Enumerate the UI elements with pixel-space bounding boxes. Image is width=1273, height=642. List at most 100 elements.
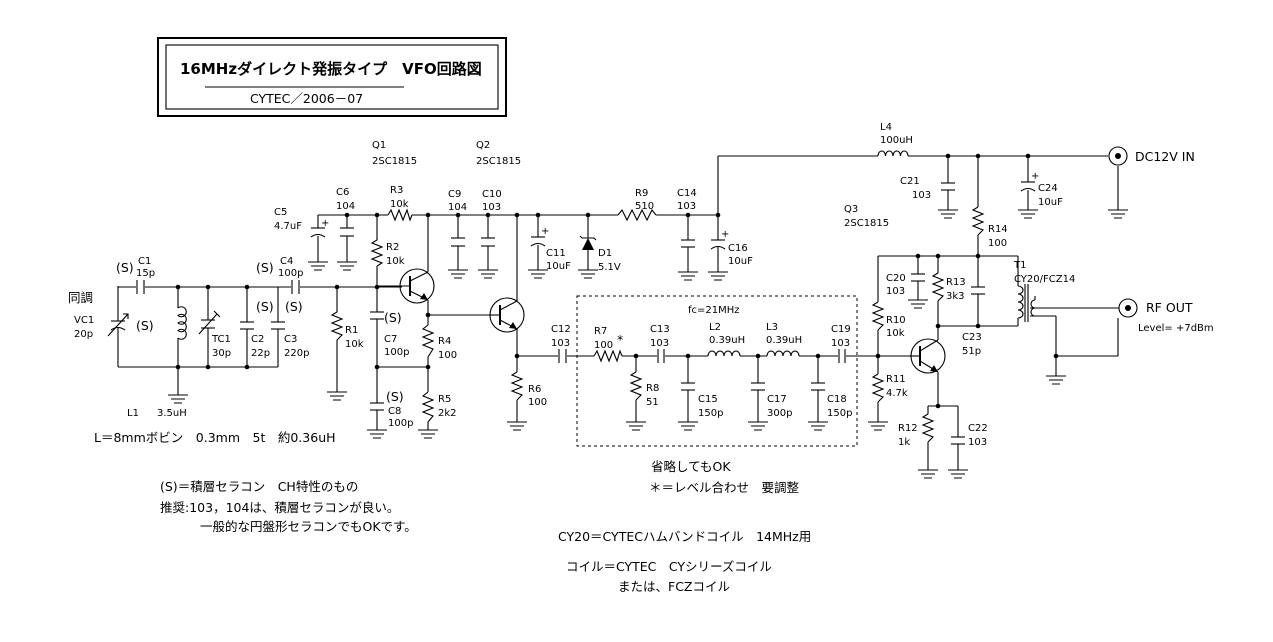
c6-name: C6 — [336, 187, 349, 198]
filter-omit-note: 省略してもOK — [651, 459, 731, 474]
dc-in-jack — [1108, 146, 1128, 166]
d1-name: D1 — [598, 248, 612, 259]
c14-name: C14 — [677, 188, 697, 199]
svg-text:+: + — [721, 229, 729, 240]
fc-label: fc=21MHz — [688, 305, 740, 316]
c12-value: 103 — [551, 338, 570, 349]
c8-name: C8 — [388, 406, 401, 417]
c24-value: 10uF — [1038, 197, 1063, 208]
r13-name: R13 — [946, 277, 966, 288]
l4-name: L4 — [880, 122, 892, 133]
q3-value: 2SC1815 — [844, 218, 889, 229]
c6-value: 104 — [336, 201, 355, 212]
c17-name: C17 — [767, 394, 787, 405]
c4-value: 100p — [278, 268, 303, 279]
c24-name: C24 — [1038, 183, 1058, 194]
c3-value: 220p — [284, 348, 309, 359]
r10-name: R10 — [886, 315, 906, 326]
r11-name: R11 — [886, 374, 906, 385]
q1-value: 2SC1815 — [372, 156, 417, 167]
c13-value: 103 — [650, 338, 669, 349]
variable-capacitors — [107, 310, 221, 337]
title-box: 16MHzダイレクト発振タイプ VFO回路図 CYTEC／2006－07 — [157, 37, 507, 117]
c11-value: 10uF — [546, 261, 571, 272]
c18-name: C18 — [827, 394, 847, 405]
q2-value: 2SC1815 — [476, 156, 521, 167]
q1-name: Q1 — [372, 140, 386, 151]
l4-value: 100uH — [880, 135, 913, 146]
transistor-q2 — [489, 297, 525, 333]
t1-name: T1 — [1013, 260, 1026, 271]
l2-name: L2 — [709, 322, 721, 333]
r1-name: R1 — [345, 325, 358, 336]
tc1-value: 30p — [212, 348, 231, 359]
c4-name: C4 — [280, 256, 293, 267]
r6-name: R6 — [528, 384, 541, 395]
c1-s-mark: (S) — [116, 260, 134, 275]
c19-value: 103 — [831, 338, 850, 349]
r2-value: 10k — [386, 256, 405, 267]
series-capacitors — [136, 280, 846, 363]
r9-value: 510 — [635, 201, 654, 212]
or-fcz-note: または、FCZコイル — [618, 579, 730, 594]
svg-text:+: + — [541, 226, 549, 237]
r3-name: R3 — [390, 185, 403, 196]
junctions — [175, 153, 1059, 409]
coil-series-note: コイル＝CYTEC CYシリーズコイル — [566, 559, 772, 574]
zener-diode-d1 — [579, 235, 597, 250]
c22-value: 103 — [968, 437, 987, 448]
c23-name: C23 — [962, 332, 982, 343]
rf-out-jack — [1118, 298, 1138, 318]
c15-value: 150p — [698, 408, 723, 419]
dc-in-label: DC12V IN — [1135, 149, 1195, 164]
star-note: ＊＝レベル合わせ 要調整 — [649, 480, 800, 495]
vc1-s-mark: (S) — [136, 318, 154, 333]
q2-name: Q2 — [476, 140, 490, 151]
r3-value: 10k — [390, 199, 409, 210]
ceramic-note: (S)＝積層セラコン CH特性のもの — [160, 479, 358, 494]
r4-value: 100 — [438, 350, 457, 361]
resistors — [330, 206, 985, 443]
c8-value: 100p — [388, 418, 413, 429]
c5-value: 4.7uF — [274, 221, 302, 232]
tuning-label: 同調 — [68, 290, 93, 305]
c14-value: 103 — [677, 201, 696, 212]
r10-value: 10k — [886, 328, 905, 339]
q3-name: Q3 — [844, 204, 858, 215]
l1-value: 3.5uH — [157, 408, 187, 419]
r13-value: 3k3 — [946, 291, 965, 302]
c12-name: C12 — [551, 324, 571, 335]
r4-name: R4 — [438, 336, 451, 347]
filter-box — [576, 295, 858, 447]
notes: L＝8mmボビン 0.3mm 5t 約0.36uH 省略してもOK ＊＝レベル合… — [94, 430, 811, 594]
c7-s-mark: (S) — [384, 310, 402, 325]
component-labels: Q1 2SC1815 Q2 2SC1815 Q3 2SC1815 L4 100u… — [68, 122, 1214, 448]
c23-value: 51p — [962, 346, 981, 357]
title: 16MHzダイレクト発振タイプ VFO回路図 — [180, 60, 482, 78]
inductors — [177, 150, 909, 357]
c7-value: 100p — [384, 347, 409, 358]
l2-value: 0.39uH — [709, 335, 745, 346]
vc1-value: 20p — [74, 329, 93, 340]
r9-name: R9 — [635, 188, 648, 199]
rf-out-label: RF OUT — [1146, 300, 1193, 315]
r7-star-mark: * — [617, 332, 623, 347]
c13-name: C13 — [650, 324, 670, 335]
c21-value: 103 — [912, 190, 931, 201]
r11-value: 4.7k — [886, 388, 908, 399]
c4-s-mark: (S) — [256, 260, 274, 275]
c17-value: 300p — [767, 408, 792, 419]
c3-s-mark: (S) — [285, 299, 303, 314]
c9-name: C9 — [448, 189, 461, 200]
svg-text:+: + — [321, 218, 329, 229]
c16-name: C16 — [728, 243, 748, 254]
l1-name: L1 — [127, 408, 139, 419]
level-label: Level= +7dBm — [1138, 323, 1214, 334]
r12-name: R12 — [898, 423, 918, 434]
c18-value: 150p — [827, 408, 852, 419]
c19-name: C19 — [831, 324, 851, 335]
r1-value: 10k — [345, 339, 364, 350]
coil-note: L＝8mmボビン 0.3mm 5t 約0.36uH — [94, 430, 336, 445]
t1-value: CY20/FCZ14 — [1014, 274, 1075, 285]
c2-value: 22p — [251, 348, 270, 359]
